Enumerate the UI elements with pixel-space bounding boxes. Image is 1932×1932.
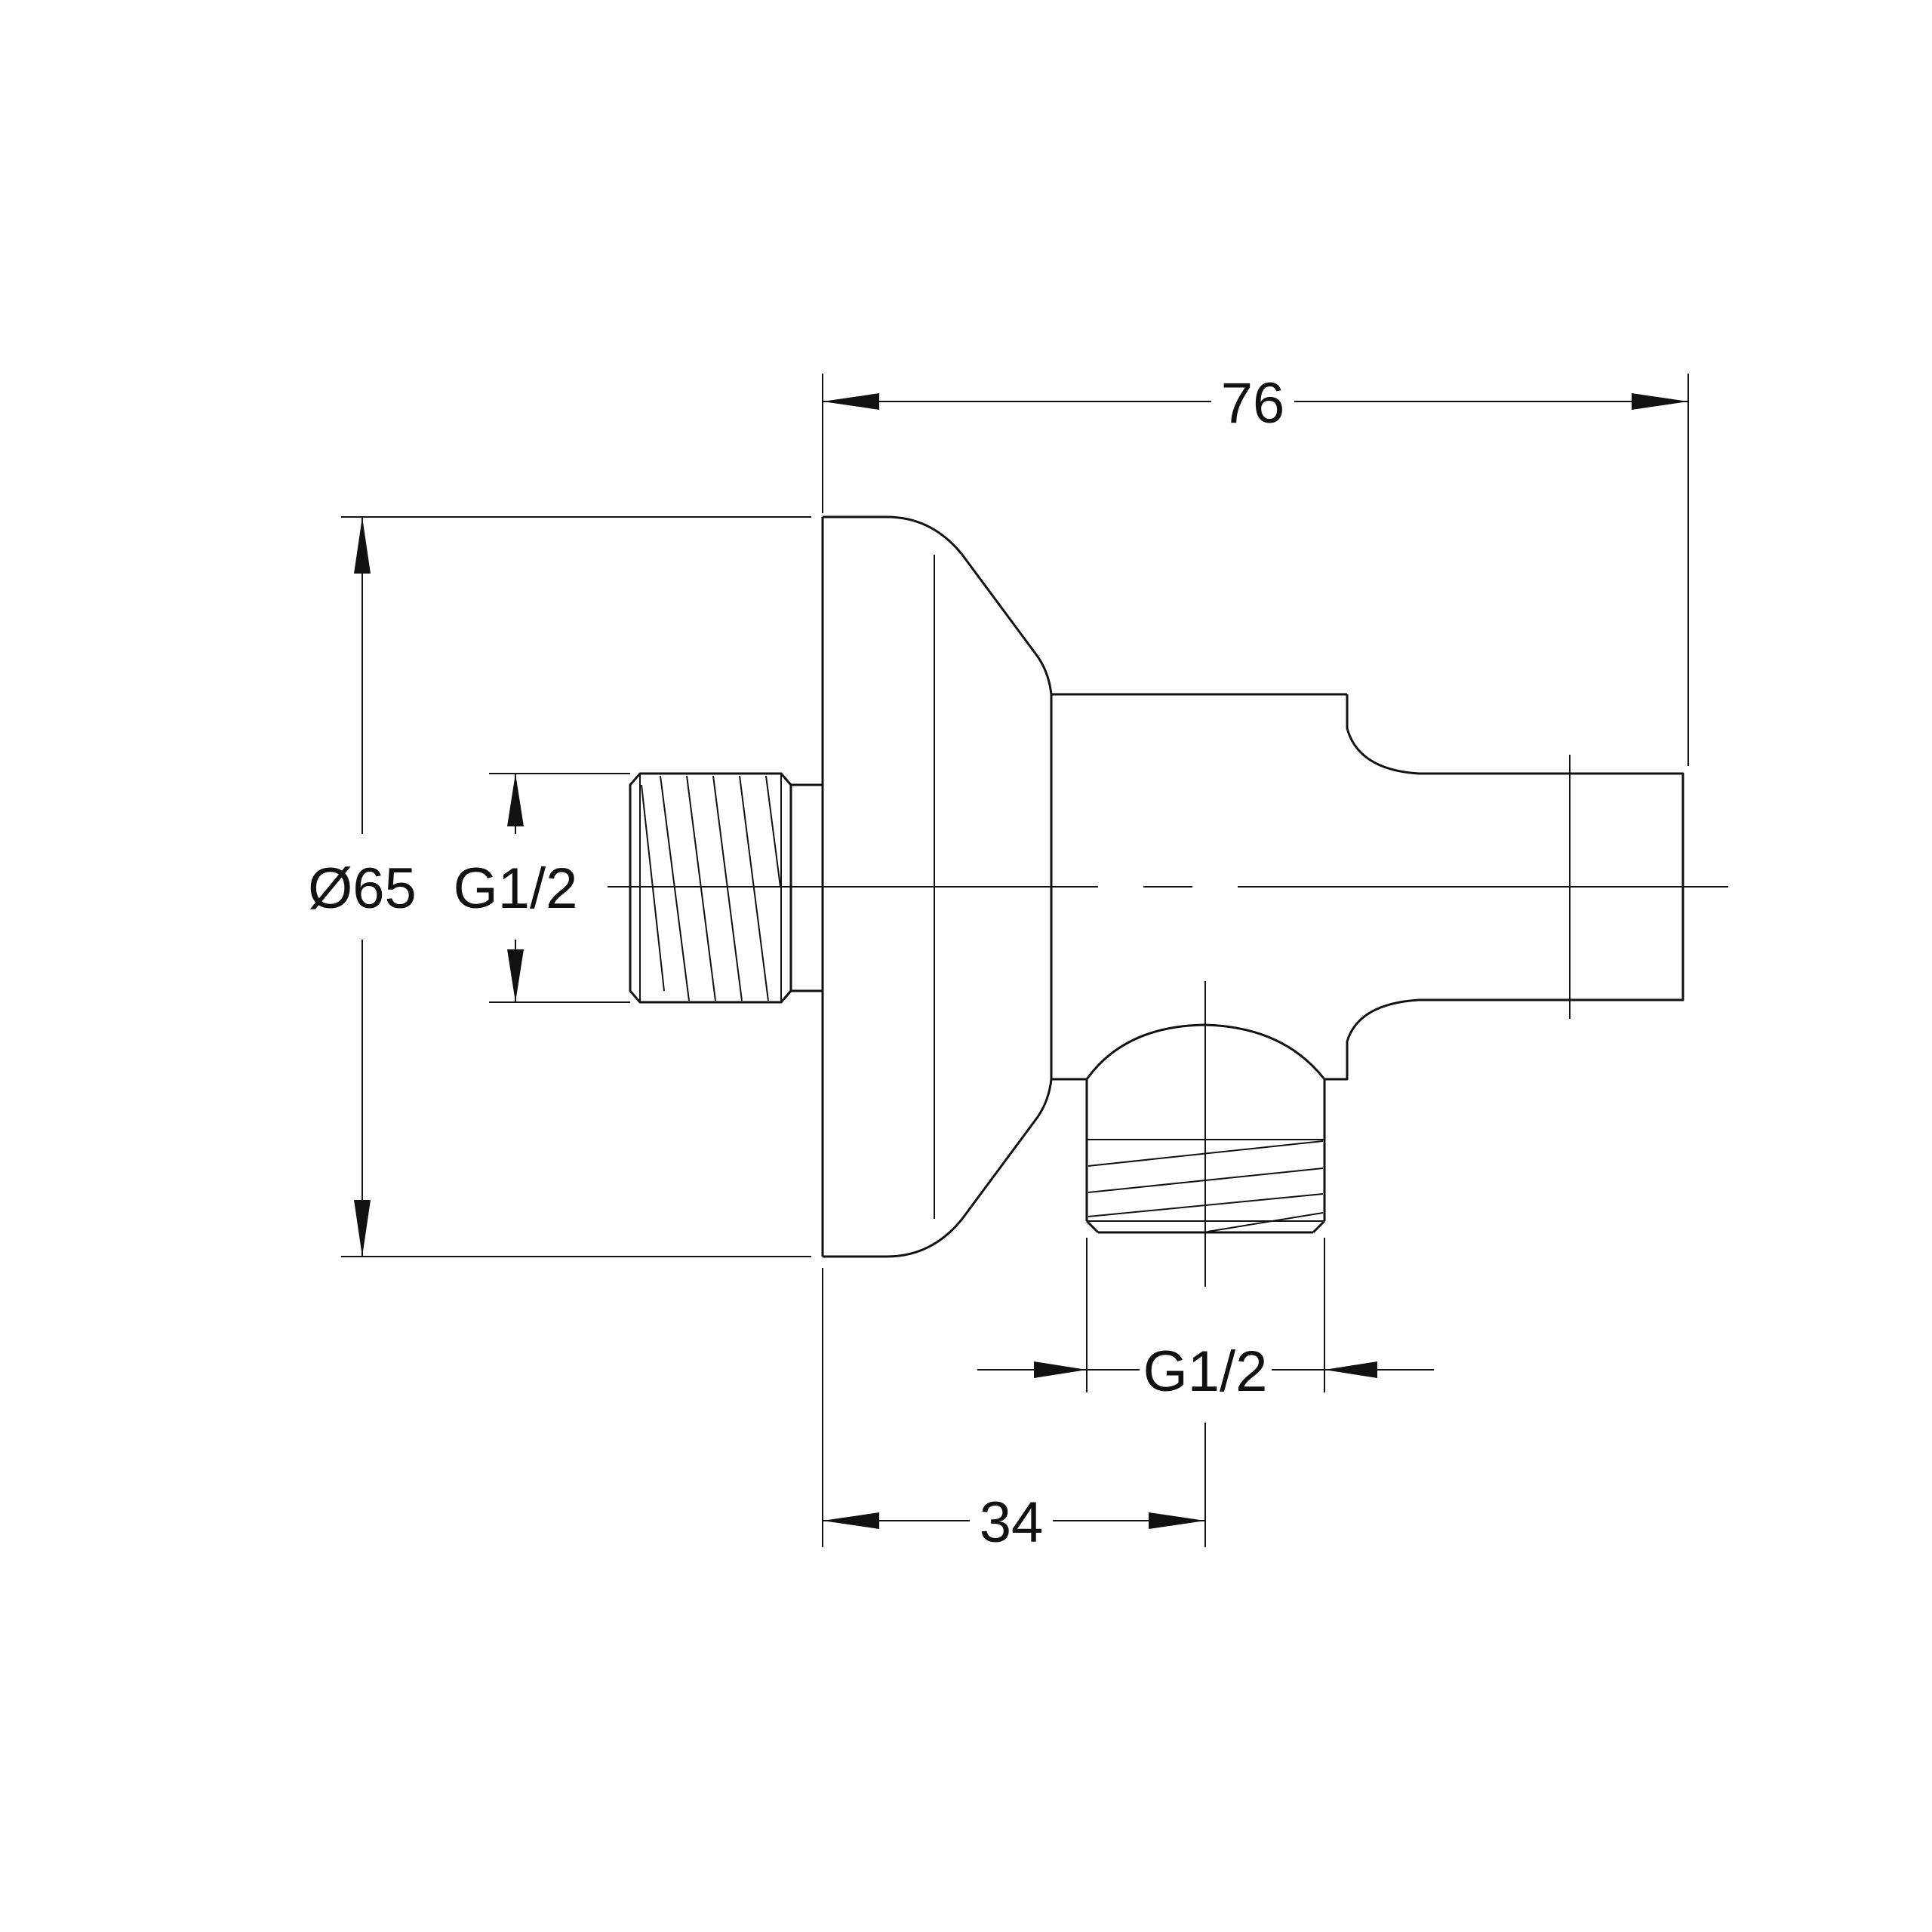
dimension-diameter: Ø65 [308,516,811,1257]
outlet-thread-label: G1/2 [1143,1340,1268,1404]
dimension-overall-length: 76 [822,371,1689,766]
dimension-outlet-offset: 34 [822,1268,1205,1555]
rear-thread-nipple [629,772,824,1004]
offset-label: 34 [980,1491,1044,1555]
dimension-outlet-thread: G1/2 [977,1238,1434,1404]
rear-thread-helix [641,775,781,1001]
rear-thread-label: G1/2 [454,857,578,921]
dimension-rear-thread: G1/2 [454,773,630,1003]
diameter-label: Ø65 [308,857,417,921]
length-label: 76 [1221,371,1285,435]
